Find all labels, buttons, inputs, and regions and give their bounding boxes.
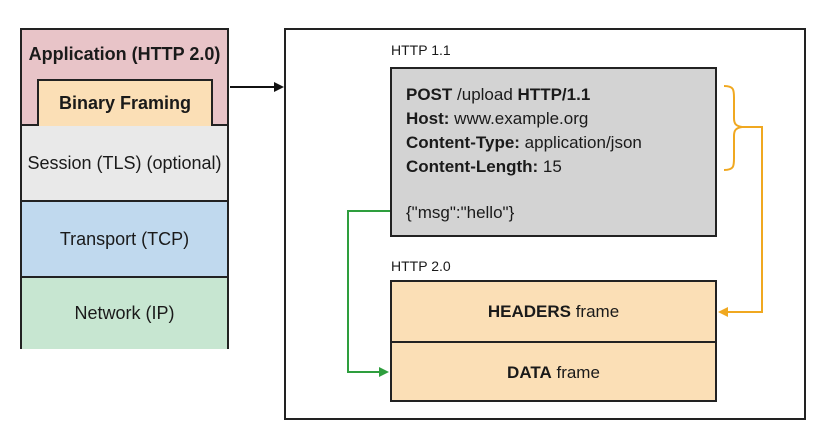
content-type-header-value: application/json <box>519 133 642 152</box>
network-layer: Network (IP) <box>22 278 227 349</box>
headers-frame: HEADERS frame <box>392 282 715 343</box>
request-path: /upload <box>452 85 518 104</box>
binary-framing-label: Binary Framing <box>58 93 192 113</box>
request-body: {"msg":"hello"} <box>406 203 515 222</box>
http11-request-box: POST /upload HTTP/1.1 Host: www.example.… <box>390 67 717 237</box>
content-length-header-key: Content-Length: <box>406 157 539 176</box>
headers-frame-suffix: frame <box>570 301 620 321</box>
binary-framing-layer: Binary Framing <box>37 79 213 126</box>
data-frame-key: DATA <box>507 362 552 382</box>
framing-comparison-box <box>284 28 806 420</box>
http11-label: HTTP 1.1 <box>391 42 451 58</box>
transport-layer: Transport (TCP) <box>22 202 227 278</box>
headers-brace <box>723 85 743 171</box>
content-length-header-value: 15 <box>538 157 562 176</box>
request-method: POST <box>406 85 453 104</box>
request-line: POST /upload HTTP/1.1 <box>406 83 715 107</box>
session-layer: Session (TLS) (optional) <box>22 126 227 202</box>
data-frame: DATA frame <box>392 343 715 402</box>
network-layer-label: Network (IP) <box>74 303 175 323</box>
data-frame-suffix: frame <box>551 362 600 382</box>
host-header-key: Host: <box>406 109 450 128</box>
http2-label: HTTP 2.0 <box>391 258 451 274</box>
request-version: HTTP/1.1 <box>517 85 591 104</box>
content-length-header-line: Content-Length: 15 <box>406 155 715 179</box>
headers-to-headers-frame-arrow <box>718 126 763 317</box>
http2-frames-box: HEADERS frame DATA frame <box>390 280 717 402</box>
application-layer-label: Application (HTTP 2.0) <box>28 44 221 64</box>
content-type-header-key: Content-Type: <box>406 133 520 152</box>
host-header-line: Host: www.example.org <box>406 107 715 131</box>
headers-frame-key: HEADERS <box>487 301 571 321</box>
host-header-value: www.example.org <box>449 109 589 128</box>
session-layer-label: Session (TLS) (optional) <box>27 152 222 173</box>
protocol-stack: Application (HTTP 2.0) Binary Framing Se… <box>20 28 229 349</box>
body-to-data-frame-arrow <box>347 210 390 377</box>
transport-layer-label: Transport (TCP) <box>59 228 190 249</box>
content-type-header-line: Content-Type: application/json <box>406 131 715 155</box>
